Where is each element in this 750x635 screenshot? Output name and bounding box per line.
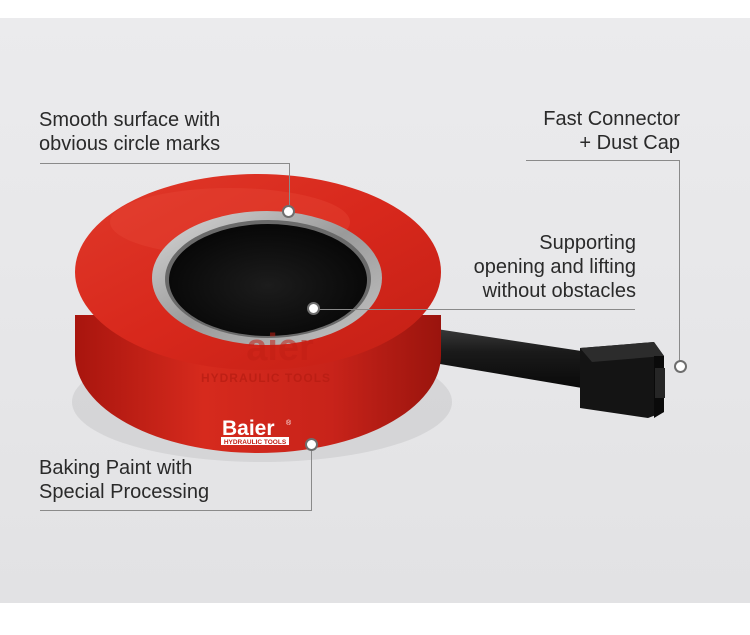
leader-baking-v xyxy=(311,444,312,511)
center-opening xyxy=(169,224,367,336)
leader-smooth-v xyxy=(289,163,290,212)
label-fast-connector: Fast Connector + Dust Cap xyxy=(543,108,680,154)
leader-supporting-h xyxy=(315,309,635,310)
leader-connector-h xyxy=(526,160,680,161)
brand-logo: Baier ® HYDRAULIC TOOLS xyxy=(221,417,292,446)
registered-mark: ® xyxy=(286,419,292,427)
marker-supporting xyxy=(307,302,320,315)
watermark-brand: aier xyxy=(246,327,314,369)
leader-connector-v xyxy=(679,160,680,366)
fast-connector xyxy=(428,328,665,418)
marker-fast-connector xyxy=(674,360,687,373)
brand-tagline: HYDRAULIC TOOLS xyxy=(224,439,287,446)
watermark-tagline: HYDRAULIC TOOLS xyxy=(201,371,331,385)
label-baking-paint: Baking Paint with Special Processing xyxy=(39,457,210,503)
leader-smooth-h xyxy=(40,163,290,164)
brand-name: Baier xyxy=(222,417,275,440)
label-supporting: Supporting opening and lifting without o… xyxy=(473,232,636,302)
marker-smooth-surface xyxy=(282,205,295,218)
leader-baking-h xyxy=(40,510,312,511)
label-smooth-surface: Smooth surface with obvious circle marks xyxy=(39,109,221,155)
marker-baking-paint xyxy=(305,438,318,451)
